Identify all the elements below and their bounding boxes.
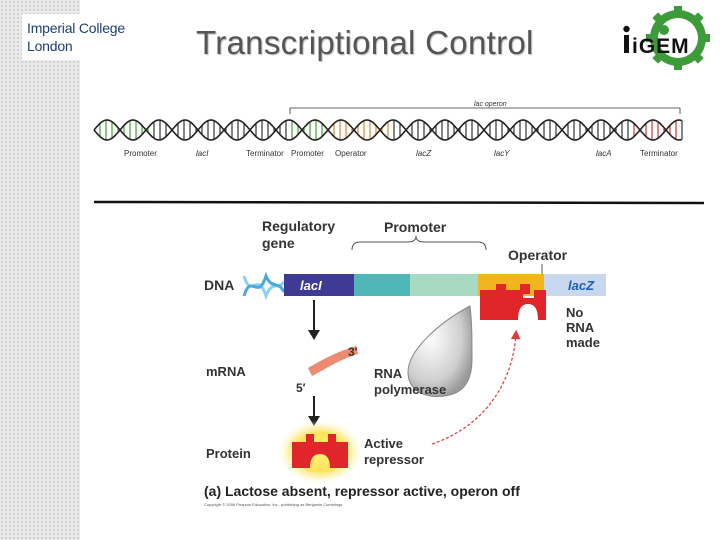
figure-caption: (a) Lactose absent, repressor active, op… <box>204 483 520 499</box>
slide-title: Transcriptional Control <box>196 24 534 61</box>
dna-double-helix <box>93 119 683 141</box>
operon-label-operator: Operator <box>335 149 367 158</box>
rna-polymerase-label-line-2: polymerase <box>374 382 446 397</box>
no-rna-made-line-1: No <box>566 305 583 320</box>
mrna-strand <box>308 346 358 376</box>
lac-operon-dna-diagram: lac operon Promoter lacI Terminator Prom… <box>93 101 683 158</box>
mrna-5-prime-label: 5′ <box>296 381 306 395</box>
igem-logo: iGEM <box>623 6 710 70</box>
mrna-3-prime-label: 3′ <box>348 345 358 359</box>
left-decorative-strip <box>0 0 80 540</box>
operon-label-promoter-1: Promoter <box>124 149 157 158</box>
laci-gene-box <box>284 274 354 296</box>
logo-line-2: London <box>27 38 73 54</box>
promoter-bracket <box>351 235 487 251</box>
laci-gene-label: lacI <box>300 278 322 293</box>
lac-repression-mechanism-diagram: Regulatory gene Promoter Operator DNA la… <box>204 218 606 507</box>
operon-label-terminator-2: Terminator <box>640 149 678 158</box>
operon-label-laci: lacI <box>196 149 209 158</box>
logo-line-1: Imperial College <box>27 20 125 36</box>
operon-label-terminator-1: Terminator <box>246 149 284 158</box>
igem-gear-icon <box>646 6 710 70</box>
repressor-binding-arrow <box>431 329 521 445</box>
promoter-region-right <box>410 274 478 296</box>
dna-label: DNA <box>204 277 234 293</box>
operon-label-lacz: lacZ <box>416 149 432 158</box>
regulatory-gene-label-line-2: gene <box>262 235 295 251</box>
no-rna-made-line-2: RNA <box>566 320 595 335</box>
bound-repressor-knob-left <box>496 284 506 294</box>
lacz-gene-label: lacZ <box>568 278 595 293</box>
no-rna-made-line-3: made <box>566 335 600 350</box>
bound-repressor <box>480 290 546 320</box>
rna-polymerase-label-line-1: RNA <box>374 366 403 381</box>
lac-operon-bracket <box>289 107 681 114</box>
imperial-college-logo: Imperial College London <box>22 14 136 60</box>
bound-repressor-knob-right <box>520 284 530 294</box>
active-repressor-label-line-2: repressor <box>364 452 424 467</box>
dna-strand-end <box>242 271 286 301</box>
rna-polymerase-shape <box>407 305 473 397</box>
regulatory-gene-label-line-1: Regulatory <box>262 218 335 234</box>
lac-operon-label: lac operon <box>474 101 507 108</box>
mrna-label: mRNA <box>206 364 246 379</box>
transcription-arrow-head <box>308 330 320 340</box>
operon-label-lacy: lacY <box>494 149 510 158</box>
lacz-gene-box <box>544 274 606 296</box>
free-repressor-protein <box>292 434 348 468</box>
dna-strand-bottom <box>93 119 683 141</box>
copyright-notice: Copyright © 2006 Pearson Education, Inc.… <box>204 502 342 507</box>
operon-gene-labels: Promoter lacI Terminator Promoter Operat… <box>124 149 678 158</box>
dna-strand-top <box>93 119 683 141</box>
section-divider <box>94 200 705 205</box>
operator-label: Operator <box>508 247 568 263</box>
operon-label-promoter-2: Promoter <box>291 149 324 158</box>
active-repressor-label-line-1: Active <box>364 436 403 451</box>
operon-label-laca: lacA <box>596 149 612 158</box>
promoter-region-left <box>354 274 410 296</box>
promoter-label: Promoter <box>384 219 447 235</box>
igem-logo-text: iGEM <box>632 35 690 58</box>
protein-label: Protein <box>206 446 251 461</box>
